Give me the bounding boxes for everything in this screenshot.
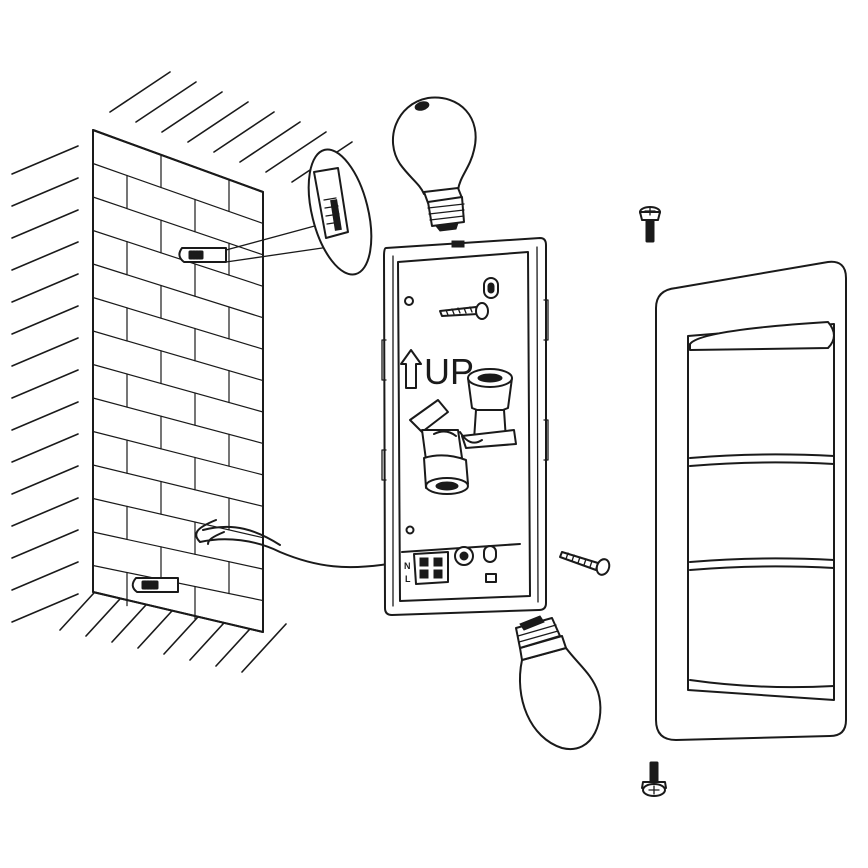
hatch-line (11, 465, 79, 495)
hatch-line (187, 101, 249, 143)
hatch-line (11, 337, 79, 367)
mains-cable (195, 519, 389, 569)
cover-screw-top-icon (639, 206, 661, 243)
hatch-line (92, 430, 264, 476)
hatch-line (161, 91, 223, 133)
neutral-label: N (404, 561, 411, 571)
cover-screw-bottom-icon (641, 761, 667, 797)
brick-wall-outline (92, 129, 264, 633)
hatch-line (11, 593, 79, 623)
terminal-block-icon: N L (401, 543, 521, 585)
hatch-line (241, 623, 287, 673)
hatch-line (11, 305, 79, 335)
hatch-line (92, 464, 264, 507)
hatch-line (11, 145, 79, 175)
hatch-line (11, 369, 79, 399)
wall-hatching-top (109, 71, 353, 183)
hatch-line (92, 330, 264, 382)
hatch-line (92, 162, 264, 225)
up-arrow-icon (400, 349, 422, 389)
screw-in-box-icon (439, 302, 489, 320)
lamp-holder-lower-icon (409, 399, 469, 495)
up-label: UP (424, 351, 474, 392)
hatch-line (11, 241, 79, 271)
screw-right-icon (559, 551, 611, 576)
hatch-line (92, 531, 264, 570)
hatch-line (11, 177, 79, 207)
hatch-line (92, 263, 264, 319)
brick-wall (92, 129, 264, 633)
hatch-line (109, 71, 171, 113)
hatch-line (11, 273, 79, 303)
hatch-line (11, 401, 79, 431)
hatch-line (92, 229, 264, 287)
hatch-line (11, 433, 79, 463)
lamp-holder-upper-icon (461, 368, 517, 449)
hatch-line (239, 121, 301, 163)
live-label: L (405, 574, 411, 584)
wall-plug-upper-icon (178, 247, 227, 263)
light-bulb-bottom-icon (515, 615, 602, 751)
light-bulb-top-icon (391, 96, 477, 232)
lamp-cover (655, 260, 847, 741)
hatch-line (213, 111, 275, 153)
hatch-line (11, 529, 79, 559)
hatch-line (135, 81, 197, 123)
hatch-line (265, 131, 327, 173)
cover-top-cap (689, 321, 835, 351)
hatch-line (92, 497, 264, 539)
mounting-slot-bottom (483, 545, 497, 563)
hatch-line (92, 196, 264, 256)
hatch-line (11, 497, 79, 527)
mounting-box: UP N L (381, 237, 549, 616)
wall-plug-detail-bubble (225, 148, 373, 276)
wall-hatching-left (11, 145, 79, 623)
hatch-line (11, 561, 79, 591)
hatch-line (92, 397, 264, 445)
brick-pattern (92, 154, 264, 620)
hatch-line (92, 363, 264, 413)
wall-plug-lower-icon (131, 577, 179, 593)
hatch-line (11, 209, 79, 239)
hatch-line (92, 296, 264, 350)
earth-clip-icon (485, 573, 497, 583)
